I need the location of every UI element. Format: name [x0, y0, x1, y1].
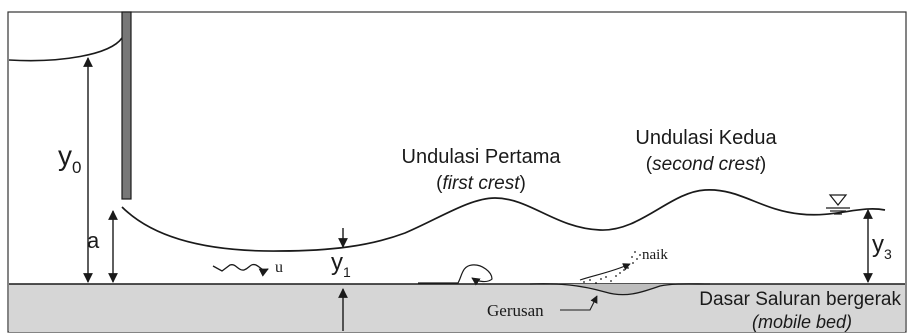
mobile-bed-band	[9, 284, 905, 332]
upstream-water-surface	[8, 37, 123, 62]
mobile-bed-title: Dasar Saluran bergerak	[699, 289, 901, 310]
second-crest-subtitle: (second crest)	[646, 154, 766, 175]
second-crest-title: Undulasi Kedua	[635, 127, 777, 149]
rise-label: naik	[642, 247, 668, 263]
water-surface-triangle-icon	[826, 194, 850, 215]
sediment-swirl-icon	[418, 264, 493, 286]
velocity-arrow-icon	[212, 263, 269, 277]
sediment-rise-arrow	[579, 263, 631, 281]
mobile-bed-subtitle: (mobile bed)	[752, 312, 852, 332]
gate-opening-label: a	[87, 228, 100, 253]
scour-hole	[529, 283, 711, 296]
vena-contracta-depth-label: y1	[331, 249, 351, 280]
undular-water-surface	[121, 189, 886, 252]
sluice-gate	[121, 11, 132, 200]
upstream-depth-label: y0	[58, 140, 81, 177]
first-crest-title: Undulasi Pertama	[402, 146, 562, 168]
first-crest-subtitle: (first crest)	[436, 173, 526, 194]
scour-label: Gerusan	[487, 301, 544, 320]
tailwater-depth-label: y3	[872, 231, 892, 262]
velocity-label: u	[275, 259, 283, 276]
sediment-dots	[583, 251, 641, 284]
scour-leader-line	[560, 295, 598, 311]
